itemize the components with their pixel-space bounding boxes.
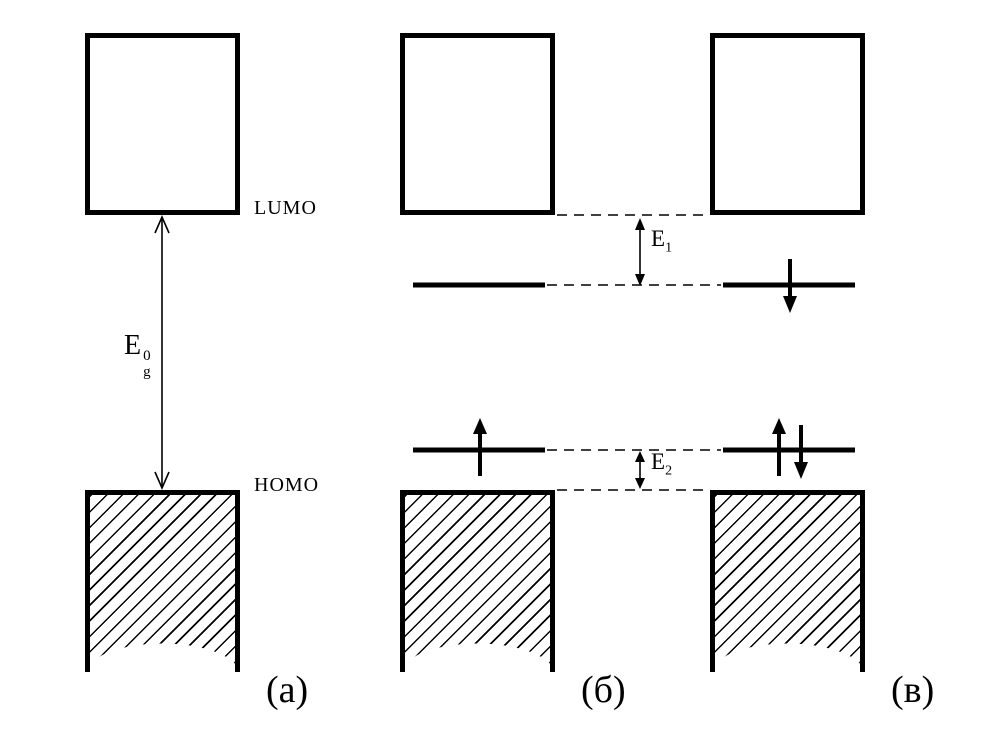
energy-gap-subscript: g bbox=[143, 363, 151, 380]
band-torn-edge bbox=[715, 640, 860, 672]
spin-down-icon bbox=[794, 425, 808, 479]
e2-symbol: E bbox=[651, 449, 666, 474]
spin-up-icon bbox=[473, 418, 487, 476]
panel-b-label: (б) bbox=[581, 669, 626, 711]
band-torn-edge bbox=[405, 640, 550, 672]
homo-label: HOMO bbox=[254, 474, 320, 496]
energy-gap-arrow-icon bbox=[154, 215, 170, 490]
panel-a-label: (а) bbox=[266, 669, 309, 711]
energy-gap-superscript: 0 bbox=[143, 348, 151, 364]
lumo-band-panel-b bbox=[400, 33, 555, 215]
homo-band-panel-v bbox=[710, 490, 865, 672]
panel-v-label: (в) bbox=[891, 669, 935, 711]
lumo-band-panel-a bbox=[85, 33, 240, 215]
lumo-band-panel-v bbox=[710, 33, 865, 215]
e1-label: E1 bbox=[651, 226, 672, 257]
band-torn-edge bbox=[90, 640, 235, 672]
energy-gap-symbol: E bbox=[124, 330, 142, 361]
dashed-level-lines bbox=[547, 214, 721, 491]
spin-down-icon bbox=[783, 259, 797, 313]
homo-band-panel-a bbox=[85, 490, 240, 672]
e2-subscript: 2 bbox=[665, 463, 673, 479]
e2-arrow-icon bbox=[635, 451, 645, 489]
lumo-label: LUMO bbox=[254, 197, 317, 219]
e2-label: E2 bbox=[651, 449, 672, 480]
spin-up-icon bbox=[772, 418, 786, 476]
e1-arrow-icon bbox=[635, 218, 645, 286]
homo-band-panel-b bbox=[400, 490, 555, 672]
e1-symbol: E bbox=[651, 226, 666, 251]
e1-subscript: 1 bbox=[665, 240, 673, 256]
